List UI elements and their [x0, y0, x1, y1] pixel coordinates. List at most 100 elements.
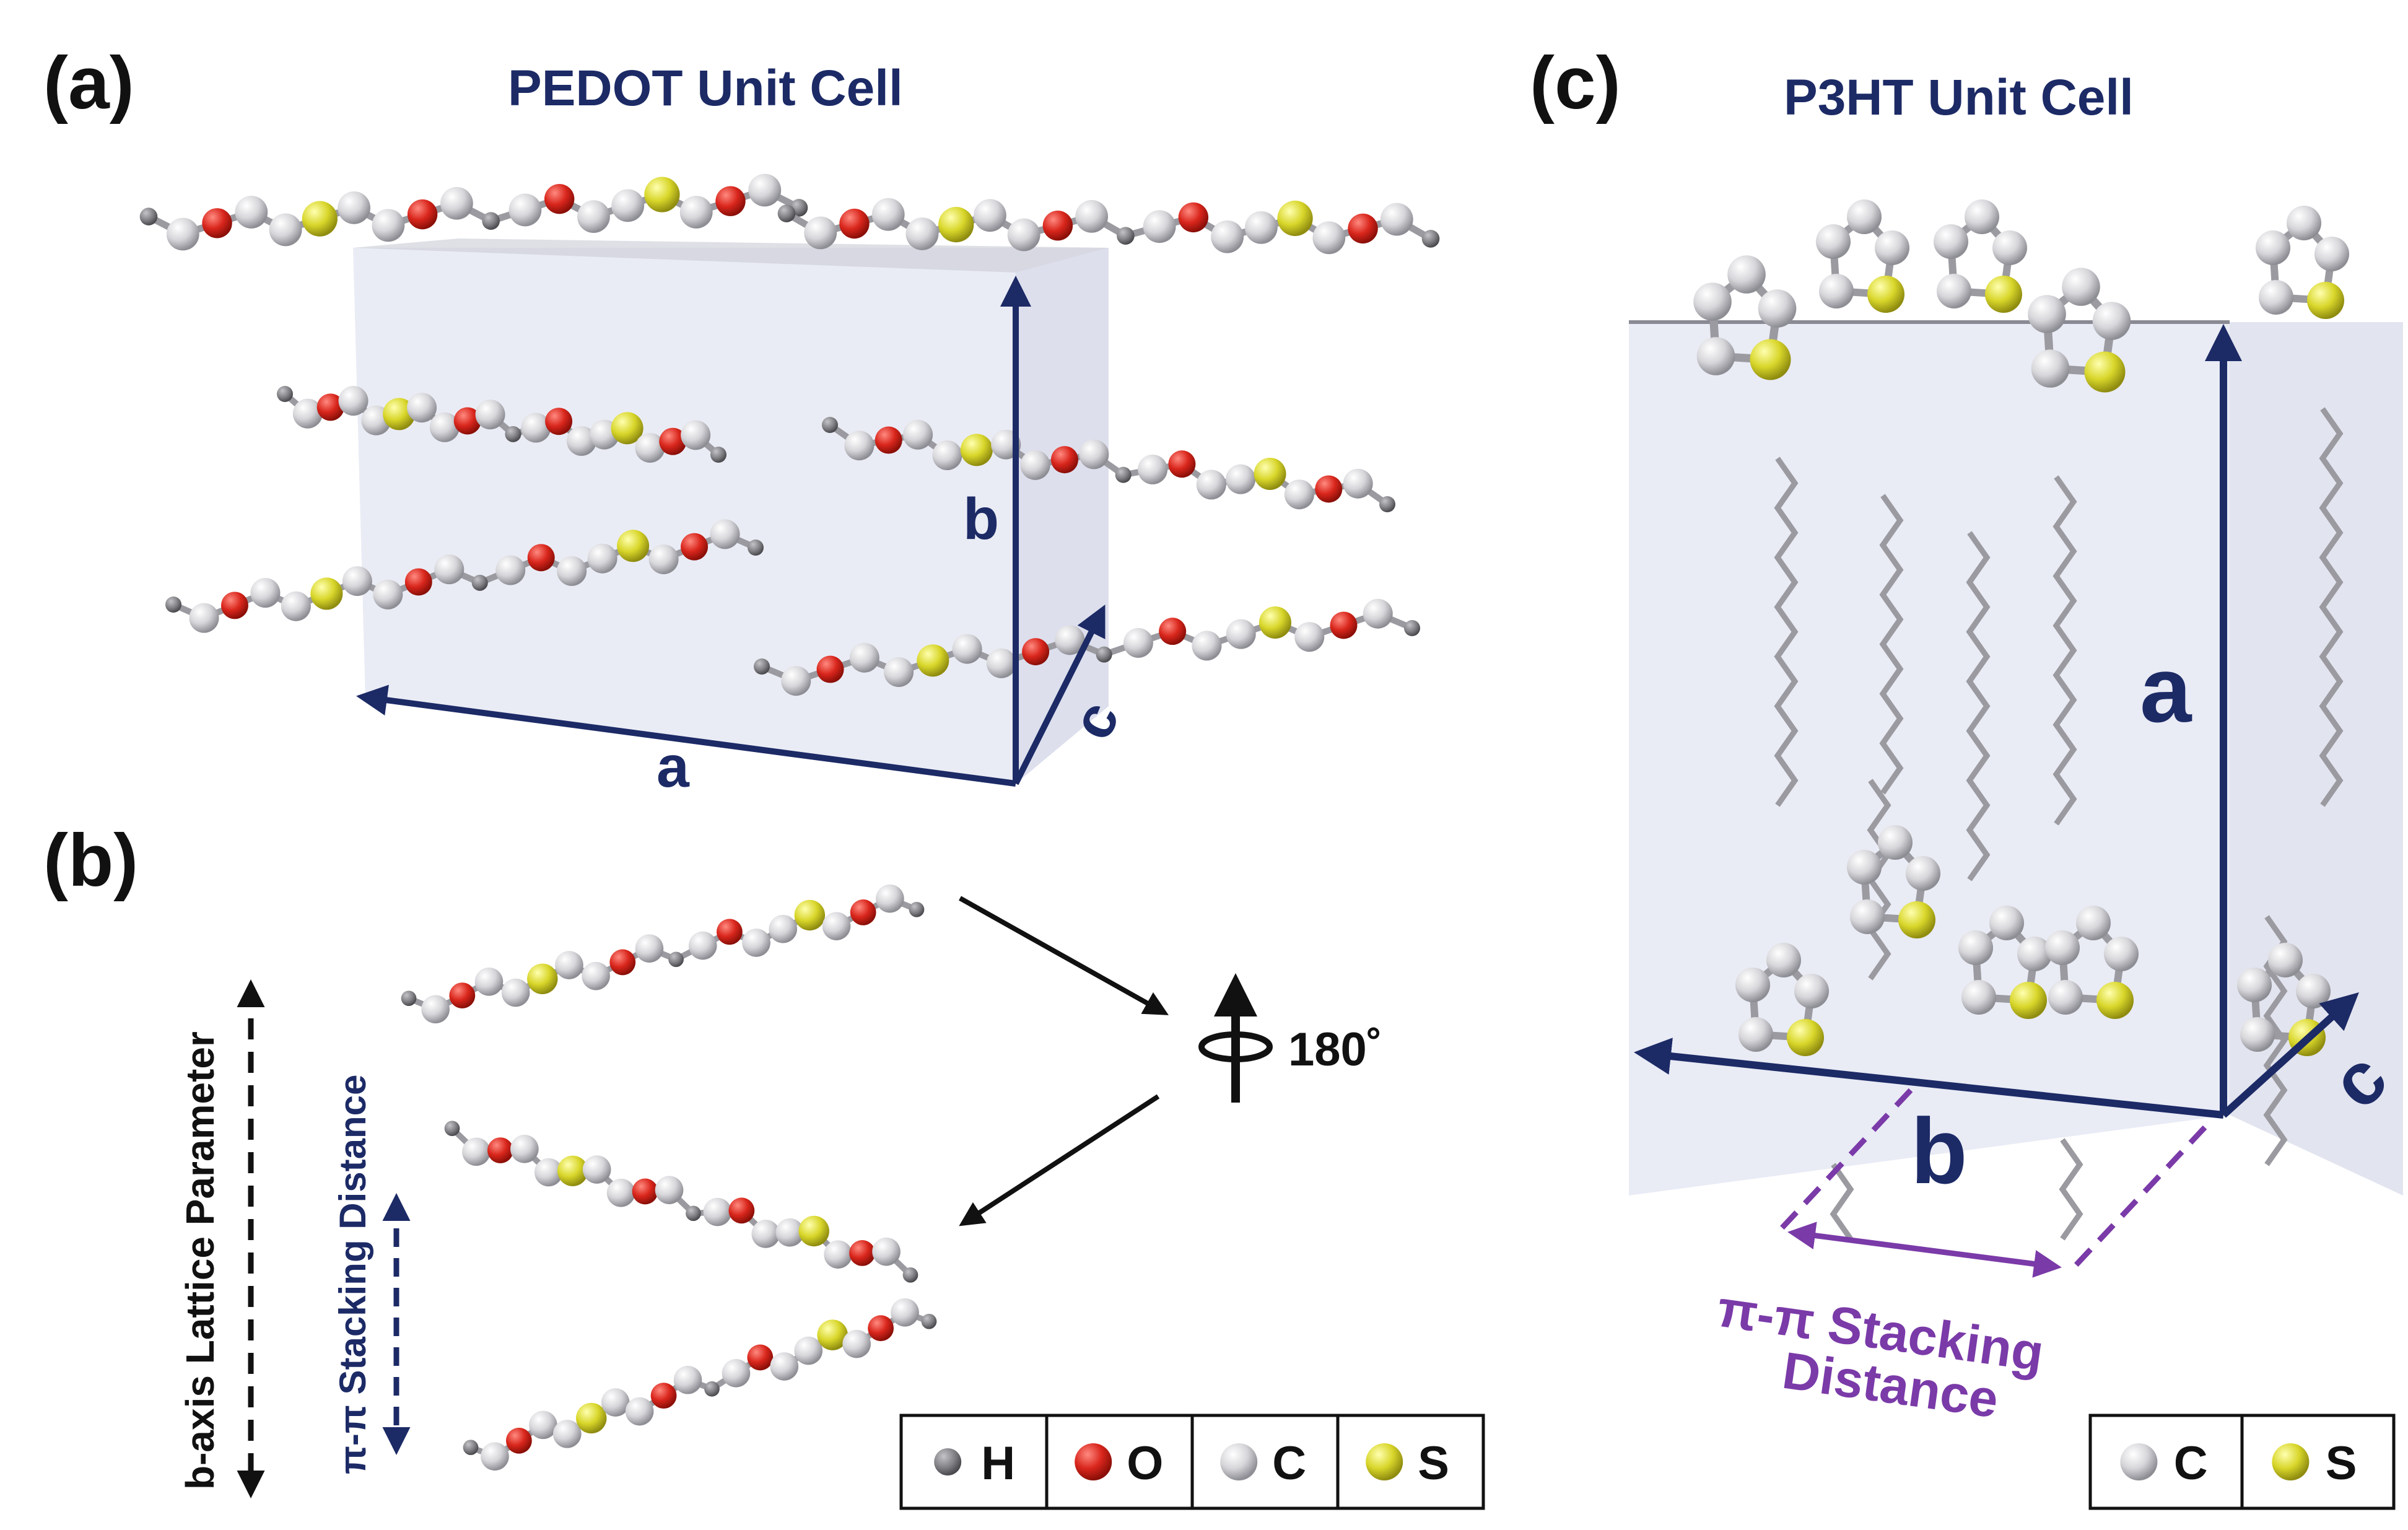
atom-C — [891, 1298, 919, 1327]
atom-C — [844, 431, 875, 461]
atom-C — [1226, 464, 1256, 494]
atom-C — [1965, 199, 1999, 234]
atom-C — [2017, 937, 2052, 971]
atom-C — [1847, 199, 1882, 234]
legend-symbol: C — [2174, 1437, 2208, 1490]
atom-O — [527, 544, 555, 572]
atom-O — [505, 1427, 532, 1454]
legend-symbol: S — [2326, 1437, 2357, 1490]
atom-C — [804, 216, 837, 250]
atom-O — [650, 1383, 677, 1409]
atom-C — [781, 666, 811, 696]
atom-C — [748, 173, 782, 207]
atom-C — [688, 931, 717, 960]
alkyl-chain — [1966, 531, 1991, 881]
atom-C — [2237, 968, 2272, 1002]
pedot-molecule — [165, 519, 764, 633]
atom-C — [679, 196, 713, 229]
atom-C — [1312, 221, 1346, 255]
atom-C — [2296, 974, 2331, 1008]
atom-S — [1366, 1443, 1403, 1480]
atom-C — [250, 578, 281, 608]
atom-C — [1343, 468, 1373, 499]
atom-O — [816, 655, 844, 683]
rotation-icon — [1198, 973, 1273, 1103]
p3ht-b-axis-arrow — [1634, 1038, 2224, 1119]
panel-b: (b) b-axis Lattice Parameter π-π Stackin… — [43, 819, 1485, 1510]
atom-C — [166, 217, 199, 251]
pedot-molecule — [277, 386, 726, 463]
atom-C — [189, 603, 219, 633]
thiophene-ring — [1693, 255, 1797, 380]
rotation-arrow-in — [959, 896, 1169, 1015]
atom-C — [281, 591, 311, 621]
p3ht-b-axis-label: b — [1911, 1099, 1968, 1203]
atom-C — [2076, 906, 2111, 940]
atom-C — [635, 432, 665, 463]
atom-C — [1766, 943, 1801, 977]
atom-C — [1075, 199, 1109, 233]
legend-symbol: C — [1272, 1437, 1306, 1490]
thiophene-ring — [1735, 943, 1829, 1056]
atom-S — [310, 577, 343, 610]
atom-C — [849, 642, 879, 673]
alkyl-chain — [1879, 494, 1904, 795]
atom-S — [1985, 276, 2022, 313]
atom-H — [822, 417, 838, 433]
atom-S — [527, 963, 558, 994]
atom-C — [577, 200, 610, 234]
atom-C — [884, 657, 914, 688]
panel-a-title: PEDOT Unit Cell — [508, 60, 903, 116]
atom-C — [673, 1365, 702, 1394]
atom-O — [1050, 446, 1078, 474]
atom-C — [521, 413, 551, 443]
atom-S — [938, 207, 974, 243]
thiophene-ring — [1816, 199, 1909, 313]
atom-O — [1348, 213, 1378, 244]
atom-S — [2096, 982, 2134, 1019]
pedot-molecule-layer — [165, 386, 1420, 696]
legend-item-C: C — [2088, 1414, 2244, 1510]
legend-symbol: S — [1418, 1437, 1449, 1490]
atom-C — [508, 193, 542, 227]
atom-S — [302, 201, 338, 237]
atom-O — [875, 426, 902, 454]
atom-C — [342, 566, 372, 597]
atom-C — [2256, 230, 2290, 265]
atom-C — [2268, 943, 2303, 977]
atom-C — [1696, 337, 1735, 375]
panel-a: (a) PEDOT Unit Cell a b c — [43, 42, 1440, 800]
atom-C — [2092, 302, 2131, 340]
stacking-distance-arrow-c — [1787, 1222, 2062, 1278]
atom-C — [475, 400, 505, 430]
atom-C — [601, 1388, 630, 1417]
atom-C — [1738, 1017, 1773, 1052]
atom-C — [1693, 282, 1732, 321]
atom-C — [557, 556, 587, 586]
atom-C — [1878, 825, 1913, 860]
atom-S — [960, 434, 993, 466]
atom-C — [903, 419, 933, 450]
atom-O — [1022, 638, 1050, 666]
atom-C — [235, 196, 268, 229]
atom-C — [1816, 224, 1851, 259]
atom-S — [1750, 339, 1791, 380]
atom-C — [566, 426, 596, 456]
atom-C — [407, 393, 437, 423]
atom-C — [1380, 203, 1413, 236]
atom-C — [775, 1218, 805, 1247]
atom-S — [576, 1402, 607, 1434]
atom-C — [1727, 255, 1766, 294]
atom-O — [747, 1344, 774, 1371]
atom-O — [220, 592, 248, 619]
atom-C — [534, 1158, 563, 1187]
atom-H — [686, 1205, 701, 1222]
atom-O — [1159, 618, 1187, 645]
atom-O — [316, 393, 344, 421]
atom-C — [372, 209, 405, 242]
atom-C — [876, 884, 904, 913]
atom-C — [373, 579, 403, 610]
